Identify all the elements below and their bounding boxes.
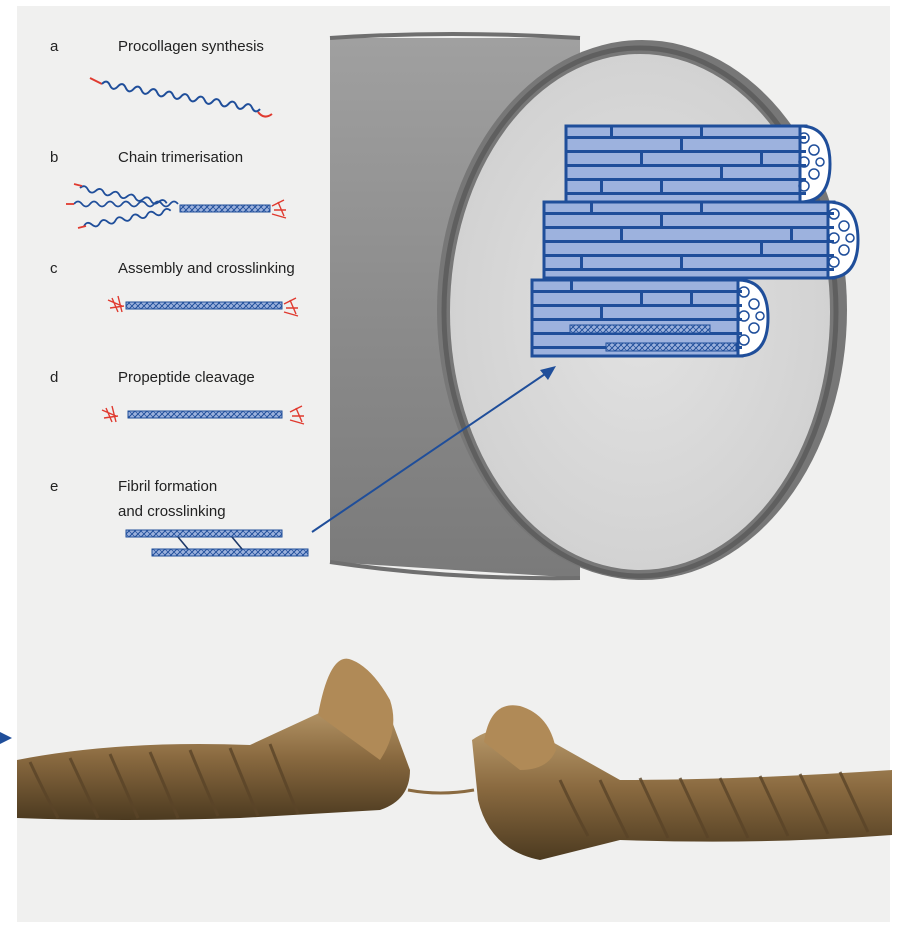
procollagen-chain-icon: [89, 77, 273, 118]
step-d-title: Propeptide cleavage: [118, 369, 255, 386]
triple-helix-icon: [66, 183, 287, 229]
step-c-title: Assembly and crosslinking: [118, 260, 295, 277]
step-e-title-line2: and crosslinking: [118, 503, 226, 520]
assembled-procollagen-icon: [107, 295, 299, 317]
step-b-letter: b: [50, 149, 58, 166]
fibril-icon: [125, 529, 309, 557]
step-e-letter: e: [50, 478, 58, 495]
step-d-letter: d: [50, 369, 58, 386]
step-c-letter: c: [50, 260, 58, 277]
pointer-arrow-icon: [311, 366, 556, 533]
broken-rope-icon: [17, 658, 892, 860]
left-arrow-icon: [0, 732, 12, 744]
fibril-bundle-middle: [542, 200, 860, 280]
fiber-bundle: [530, 124, 860, 358]
step-b-title: Chain trimerisation: [118, 149, 243, 166]
fibril-bundle-bottom: [530, 278, 770, 358]
fibril-bundle-top: [564, 124, 832, 204]
cleaved-collagen-icon: [101, 405, 305, 425]
step-e-title: Fibril formation: [118, 478, 217, 495]
step-a-title: Procollagen synthesis: [118, 38, 264, 55]
step-a-letter: a: [50, 38, 59, 55]
